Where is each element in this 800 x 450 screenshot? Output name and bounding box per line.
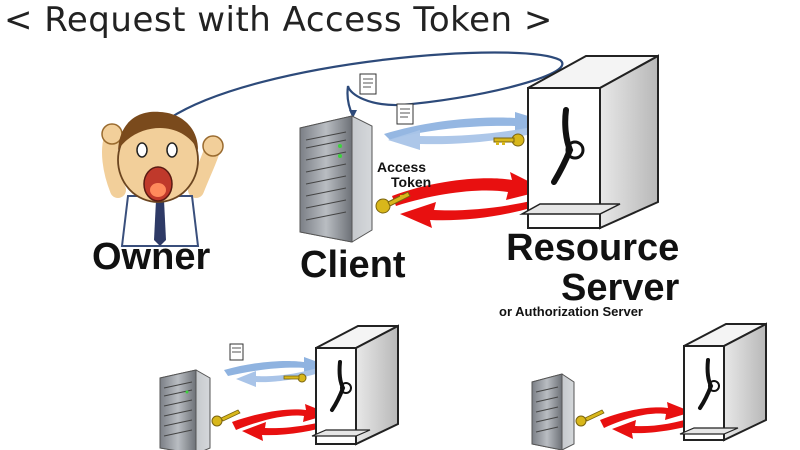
resource-safe-icon [679,322,767,442]
authorization-server-label: or Authorization Server [499,304,643,319]
access-token-label: Access Token [377,160,431,190]
client-server-icon [299,115,373,243]
key-icon [283,373,307,383]
key-icon [375,191,411,214]
diagram-title: < Request with Access Token > [4,0,553,40]
request-arrow-bottom [612,416,698,439]
response-arrow-top [224,357,326,376]
access-token-line2: Token [391,174,432,190]
request-arrow-top [600,402,692,428]
key-icon [493,133,525,147]
line-arrowhead-icon [349,110,357,118]
document-icon [359,73,377,95]
resource-safe-icon [311,324,399,446]
access-token-line1: Access [377,159,427,175]
client-label: Client [300,244,406,286]
owner-label: Owner [92,236,211,278]
request-arrow-bottom [242,418,336,441]
key-icon [211,409,241,427]
key-icon [575,409,605,427]
request-arrow-top [392,172,546,206]
request-arrow-bottom [400,194,556,228]
document-icon [229,343,244,361]
resource-label-line1: Resource [506,227,680,269]
response-arrow-bottom [236,367,322,387]
request-arrow-top [232,404,330,430]
owner-person-icon [101,111,224,247]
owner-to-client-line [169,51,564,119]
resource-label-line2: Server [561,267,680,309]
client-server-icon [531,373,575,450]
response-arrow-top [384,112,548,140]
resource-server-label: Resource Server [497,228,679,308]
client-server-icon [159,369,211,450]
response-arrow-bottom [388,126,540,150]
resource-safe-icon [519,54,659,230]
document-icon [396,103,414,125]
